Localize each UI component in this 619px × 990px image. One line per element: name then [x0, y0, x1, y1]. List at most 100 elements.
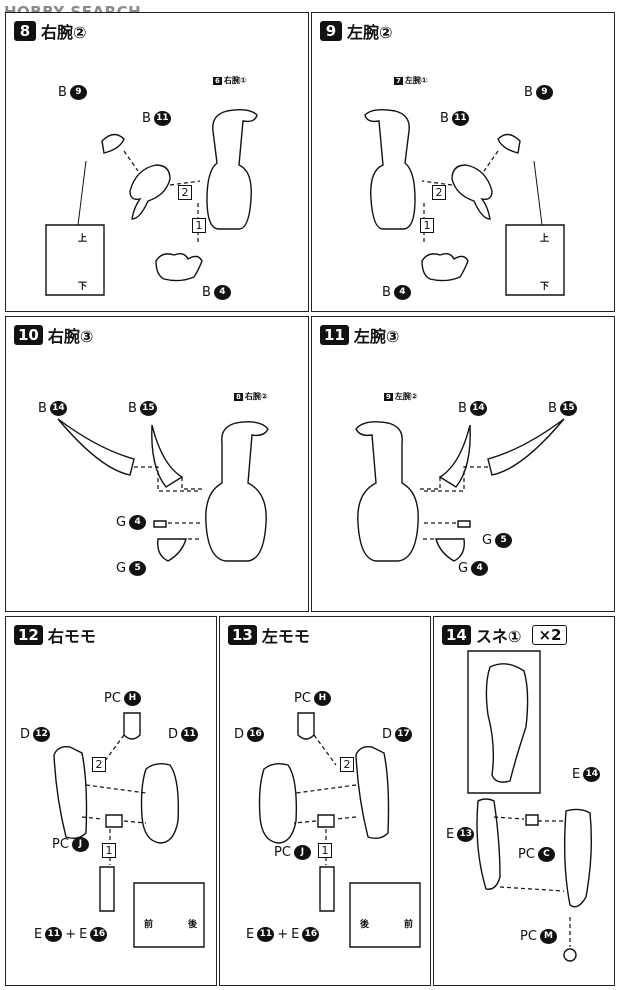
assembly-step-1: 1: [192, 218, 206, 233]
part-g5: [435, 538, 465, 562]
part-b9: [101, 133, 125, 154]
right-arm-1: [206, 108, 258, 230]
assembly-step-2: 2: [432, 185, 446, 200]
assembly-step-2: 2: [178, 185, 192, 200]
step-11-illustration: [355, 418, 565, 562]
assembly-step-1: 1: [102, 843, 116, 858]
detail-box: [45, 224, 105, 296]
step-9-illustration: [364, 108, 565, 296]
part-b15: [487, 418, 565, 476]
pc-h: [297, 712, 315, 740]
right-arm-2: [205, 421, 269, 562]
step-13-illustration: [258, 712, 421, 948]
step-number: 13: [228, 625, 257, 645]
label-back: 後: [188, 920, 198, 930]
step-title-text: 左モモ: [261, 627, 310, 646]
part-d11: [140, 762, 180, 844]
assembly-step-2: 2: [340, 757, 354, 772]
part-e14: [563, 808, 593, 908]
step-title-text: 左腕③: [353, 327, 400, 346]
pc-j: [317, 814, 335, 828]
label-up: 上: [540, 234, 550, 244]
part-b11: [129, 164, 171, 220]
pc-m: [563, 948, 577, 962]
step-10-illustration: [57, 418, 269, 562]
label-front: 前: [404, 920, 414, 930]
step-title-text: スネ①: [475, 627, 522, 646]
quantity-badge: ×2: [532, 625, 568, 645]
label-down: 下: [540, 282, 550, 292]
part-b4: [421, 252, 469, 282]
assembly-step-1: 1: [318, 843, 332, 858]
detail-box: [133, 882, 205, 948]
left-arm-2: [355, 421, 419, 562]
step-12-illustration: [53, 712, 205, 948]
part-b11: [451, 164, 493, 220]
step-8-illustration: [45, 108, 258, 296]
label-down: 下: [78, 282, 88, 292]
pc-j: [105, 814, 123, 828]
pc-c: [525, 814, 539, 826]
part-b14: [438, 424, 471, 488]
pc-h: [123, 712, 141, 740]
part-b9: [497, 133, 521, 154]
e11-e16: [319, 866, 335, 912]
step-title-text: 右腕②: [41, 23, 87, 42]
step-14-illustration: [467, 650, 593, 962]
part-g5: [157, 538, 187, 562]
part-b15: [151, 424, 184, 488]
label-front: 前: [144, 920, 154, 930]
step-number: 9: [320, 21, 342, 41]
step-number: 14: [442, 625, 471, 645]
part-b4: [155, 252, 203, 282]
step-number: 12: [14, 625, 43, 645]
step-title-text: 右腕③: [47, 327, 94, 346]
part-g4: [457, 520, 471, 528]
label-back: 後: [360, 920, 370, 930]
part-b14: [57, 418, 135, 476]
part-e13: [476, 798, 501, 890]
label-up: 上: [78, 234, 88, 244]
part-d12: [53, 745, 88, 840]
shin-inner-view: [485, 663, 529, 783]
assembly-step-1: 1: [420, 218, 434, 233]
step-number: 10: [14, 325, 43, 345]
detail-box: [349, 882, 421, 948]
